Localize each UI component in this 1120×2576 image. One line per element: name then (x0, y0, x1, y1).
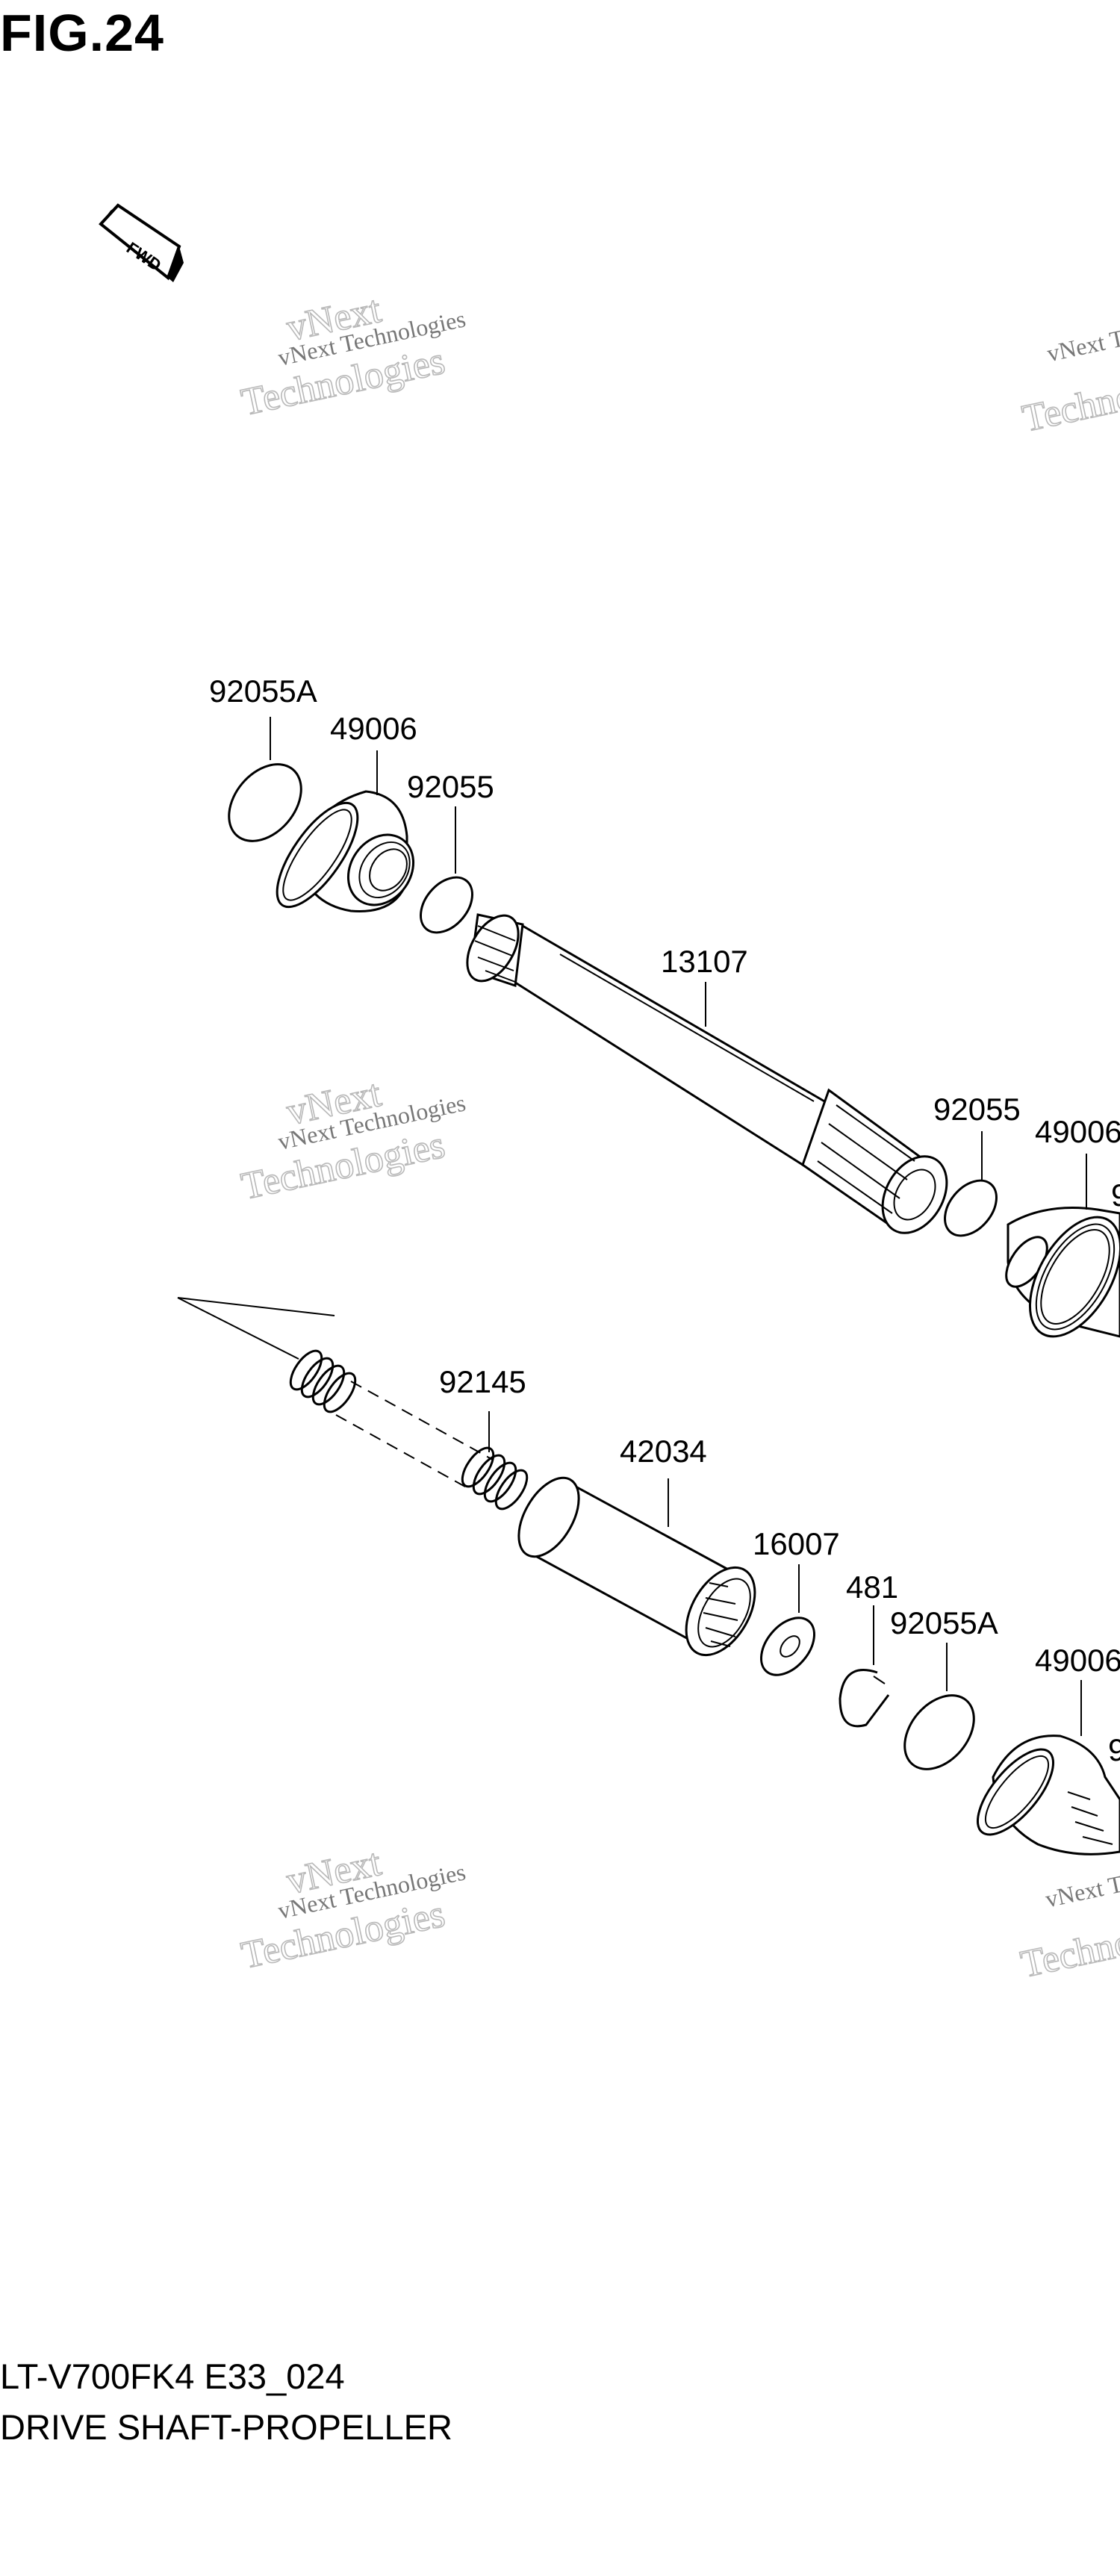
spring-92145-left (289, 1349, 357, 1413)
spring-axis-dashed (335, 1381, 494, 1490)
boot-49006-mid (1005, 1207, 1120, 1338)
label-92055-top: 92055 (407, 769, 494, 804)
watermark-1: vNext Technologies vNext Technologies (237, 287, 468, 425)
svg-text:Technologies: Technologies (1017, 1902, 1120, 1986)
sleeve-42034 (517, 1476, 756, 1657)
spring-92145-right (461, 1446, 529, 1511)
o-ring-92055-mid (944, 1179, 998, 1237)
label-49006-top: 49006 (330, 711, 417, 746)
label-49006-bot: 49006 (1035, 1643, 1120, 1678)
boot-49006-bot (976, 1735, 1120, 1855)
label-92055-mid: 92055 (933, 1092, 1021, 1127)
label-92055A-top: 92055A (209, 673, 317, 709)
label-481: 481 (846, 1569, 898, 1605)
label-92145: 92145 (439, 1364, 526, 1399)
svg-text:vNext Technologies: vNext Technologies (1043, 1847, 1120, 1912)
boot-49006-top (276, 790, 415, 912)
reference-pointer (177, 1297, 335, 1360)
label-49006-mid-cut: 9 (1111, 1177, 1120, 1213)
diagram-description: DRIVE SHAFT-PROPELLER (0, 2407, 452, 2447)
svg-text:Technologies: Technologies (1018, 355, 1120, 440)
model-code: LT-V700FK4 E33_024 (0, 2356, 345, 2396)
label-92055A-bot: 92055A (890, 1605, 998, 1640)
label-49006-mid: 49006 (1035, 1114, 1120, 1149)
watermark-3: vNext Technologies vNext Technologies (237, 1841, 468, 1978)
washer-16007 (760, 1617, 815, 1676)
label-42034: 42034 (620, 1434, 707, 1469)
fwd-arrow-icon: FWD (99, 203, 184, 282)
label-49006-bot-cut: 9 (1108, 1732, 1120, 1767)
o-ring-92055-top (420, 876, 473, 934)
watermark-2: vNext Technologies vNext Technologies (237, 1071, 468, 1209)
label-16007: 16007 (753, 1526, 840, 1561)
shaft-13107 (466, 913, 948, 1234)
circlip-481 (839, 1669, 890, 1728)
svg-text:vNext Technologies: vNext Technologies (1045, 301, 1120, 367)
o-ring-92055A-bot (903, 1694, 975, 1770)
figure-title: FIG.24 (0, 4, 164, 62)
label-13107: 13107 (661, 944, 748, 979)
o-ring-92055A-top (228, 763, 302, 842)
watermark-right-1: vNext Technologies Technologies (1018, 301, 1120, 441)
watermark-right-2: vNext Technologies Technologies (1016, 1847, 1120, 1987)
